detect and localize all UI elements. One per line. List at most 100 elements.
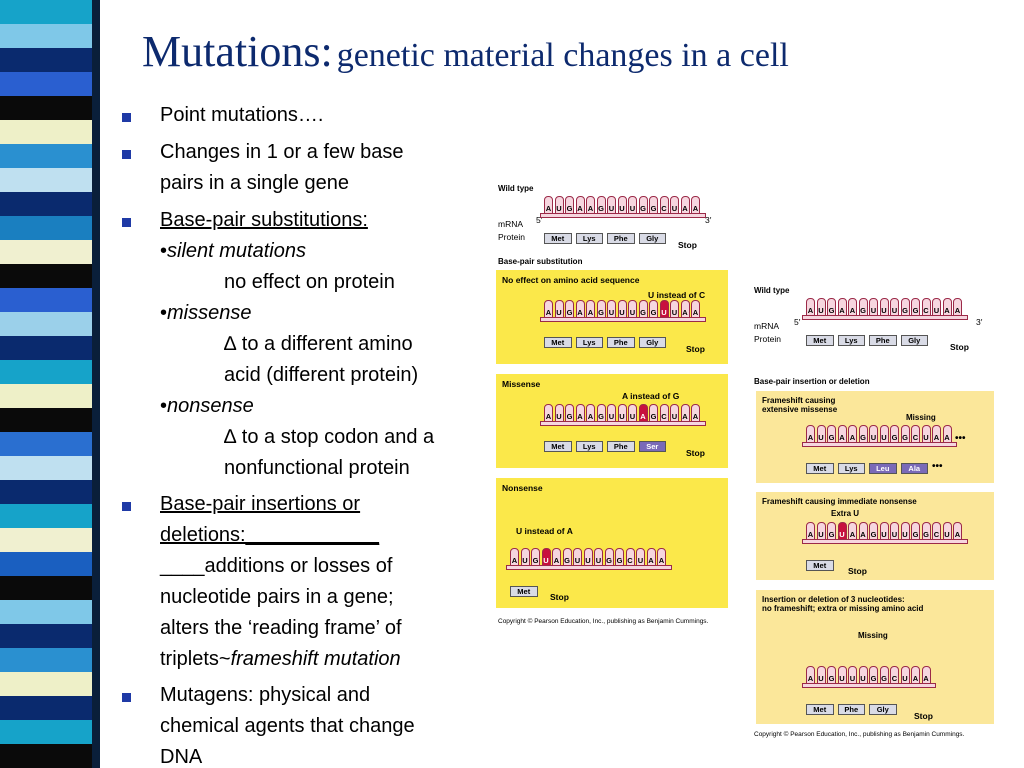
nucleotide: U: [837, 666, 847, 684]
amino-acid: Lys: [575, 337, 603, 348]
nucleotide: U: [607, 300, 616, 318]
mrna-label: mRNA: [498, 219, 524, 229]
nucleotide: C: [625, 548, 635, 566]
continuation-dots: •••: [955, 433, 966, 444]
nucleotide: G: [565, 404, 574, 422]
nucleotide: A: [806, 522, 815, 540]
nucleotide: A: [586, 196, 595, 214]
amino-acid: Gly: [869, 704, 897, 715]
frameshift-term: frameshift mutation: [230, 648, 401, 670]
panel-3nt-title2: no frameshift; extra or missing amino ac…: [762, 604, 924, 613]
nucleotide: U: [628, 300, 637, 318]
stripe-block: [0, 624, 100, 649]
nucleotide: U: [617, 404, 627, 422]
nucleotide: U: [900, 666, 910, 684]
bullet-square: [122, 150, 131, 159]
nonsense-desc2: nonfunctional protein: [224, 457, 410, 479]
nucleotide: A: [953, 522, 962, 540]
nucleotide: G: [638, 300, 648, 318]
stripe-block: [0, 120, 100, 145]
stripe-block: [0, 504, 100, 529]
nucleotide: U: [573, 548, 582, 566]
nucleotide: A: [921, 666, 931, 684]
silent-desc: no effect on protein: [224, 271, 395, 293]
stop-label: Stop: [950, 342, 969, 352]
bullet-insertions-line1: Base-pair insertions or: [160, 493, 361, 515]
indel-caption: Base-pair insertion or deletion: [754, 377, 870, 386]
stripe-block: [0, 384, 100, 409]
nucleotide: A: [544, 300, 553, 318]
stripe-block: [0, 192, 100, 217]
nucleotide: A: [691, 300, 700, 318]
nucleotide: U: [869, 425, 878, 443]
bullet-insertions-line5: alters the ‘reading frame’ of: [160, 617, 402, 639]
nucleotide: U: [921, 425, 931, 443]
nucleotide: A: [932, 425, 941, 443]
stripe-block: [0, 432, 100, 457]
stripe-block: [0, 720, 100, 745]
nucleotide: G: [615, 548, 624, 566]
stripe-block: [0, 600, 100, 625]
nucleotide: A: [680, 300, 690, 318]
amino-acid: Phe: [869, 335, 897, 346]
nucleotide: U: [816, 522, 826, 540]
frameshift-nonsense-protein: Met: [806, 560, 842, 572]
nucleotide: G: [911, 298, 920, 316]
nucleotide: U: [932, 298, 941, 316]
nucleotide: A: [837, 298, 847, 316]
nucleotide: A: [942, 425, 952, 443]
nucleotide: A: [680, 404, 690, 422]
amino-acid: Met: [510, 586, 538, 597]
nucleotide: G: [858, 298, 868, 316]
amino-acid: Met: [806, 704, 834, 715]
stop-label: Stop: [678, 240, 697, 250]
wild-type-caption: Wild type: [498, 184, 534, 193]
nucleotide: U: [520, 548, 530, 566]
title-sub: genetic material changes in a cell: [336, 37, 789, 74]
amino-acid: Phe: [607, 233, 635, 244]
nucleotide: G: [900, 425, 910, 443]
stripe-block: [0, 360, 100, 385]
panel-three-nucleotides: Insertion or deletion of 3 nucleotides: …: [756, 590, 994, 724]
nucleotide: U: [628, 404, 637, 422]
stripe-block: [0, 672, 100, 697]
panel-missense-note: A instead of G: [622, 391, 680, 401]
nucleotide: U: [670, 404, 679, 422]
stop-label: Stop: [686, 448, 705, 458]
amino-acid: Met: [544, 441, 572, 452]
amino-acid: Met: [806, 335, 834, 346]
nucleotide: U: [594, 548, 603, 566]
stop-label: Stop: [914, 711, 933, 721]
nucleotide: U: [607, 196, 616, 214]
stripe-block: [0, 96, 100, 121]
nucleotide: A: [575, 404, 585, 422]
nucleotide: U: [816, 666, 826, 684]
nucleotide: U: [879, 522, 889, 540]
nucleotide: G: [638, 196, 648, 214]
nucleotide: A: [544, 404, 553, 422]
nonsense-desc1: ∆ to a stop codon and a: [224, 426, 435, 448]
nucleotide: U: [816, 425, 826, 443]
silent-label: silent mutations: [167, 240, 306, 262]
nucleotide: A: [691, 404, 700, 422]
three-prime-label: 3′: [705, 215, 712, 225]
stripe-block: [0, 264, 100, 289]
stripe-block: [0, 552, 100, 577]
nucleotide: A: [848, 522, 857, 540]
nucleotide: G: [911, 522, 920, 540]
nucleotide: A: [638, 404, 648, 422]
panel-frameshift-nonsense: Frameshift causing immediate nonsense Ex…: [756, 492, 994, 580]
nucleotide: A: [544, 196, 553, 214]
nucleotide: U: [554, 300, 564, 318]
mrna-label: mRNA: [754, 321, 780, 331]
bullet-point-mutations: Point mutations….: [160, 104, 324, 126]
panel-fsn-note: Extra U: [831, 509, 860, 518]
copyright-left: Copyright © Pearson Education, Inc., pub…: [498, 618, 709, 625]
missense-label: missense: [167, 302, 252, 324]
